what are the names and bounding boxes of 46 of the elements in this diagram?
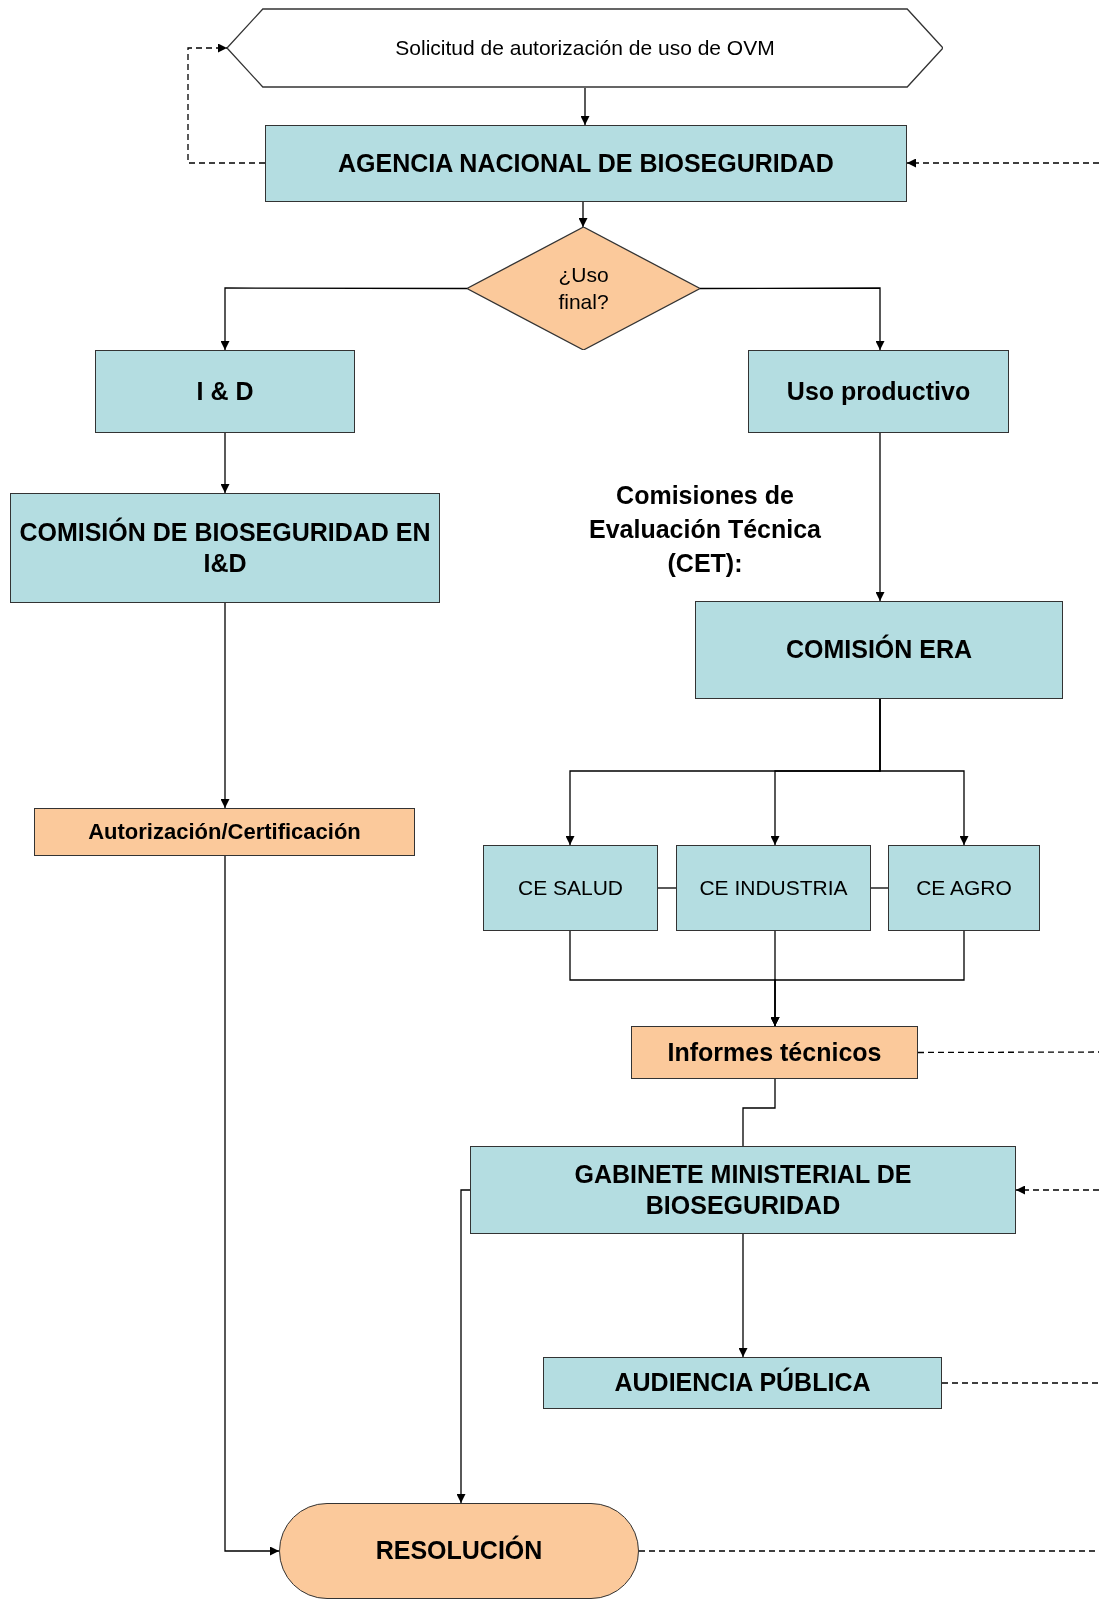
result-box [631,1026,918,1079]
connector-line [657,887,677,889]
node-text: RESOLUCIÓN [375,1535,543,1567]
node-text: CE INDUSTRIA [699,874,848,901]
arrow [224,855,280,1556]
arrow [578,201,588,228]
arrow [875,432,885,602]
connector-line [742,1078,776,1147]
process-box [543,1357,942,1409]
node-text: AGENCIA NACIONAL DE BIOSEGURIDAD [338,147,834,179]
process-box [695,601,1063,699]
node-text: COMISIÓN DE BIOSEGURIDAD EN I&D [19,516,431,579]
group-label: Comisiones de Evaluación Técnica (CET): [587,480,822,579]
process-box [483,845,658,931]
dashed-arrow [187,43,266,164]
process-box [888,845,1040,931]
node-text: ¿Uso final? [557,262,610,315]
dashed-arrow [906,158,1099,168]
process-box [95,350,355,433]
arrow [580,87,590,126]
arrow [738,1233,748,1358]
arrow [879,698,969,846]
node-text: GABINETE MINISTERIAL DE BIOSEGURIDAD [573,1158,913,1221]
node-text: CE SALUD [518,874,623,901]
arrow [220,602,230,809]
node-text: Informes técnicos [667,1036,882,1068]
node-text: Uso productivo [786,375,971,407]
process-box [748,350,1009,433]
arrow [770,930,965,1027]
node-text: AUDIENCIA PÚBLICA [614,1367,871,1399]
arrow [456,1189,471,1504]
dashed-arrow [1015,1185,1099,1195]
arrow [220,287,468,351]
node-text: CE AGRO [916,874,1012,901]
node-text: Autorización/Certificación [88,818,361,846]
node-text: Solicitud de autorización de uso de OVM [395,34,775,61]
process-box [265,125,907,202]
arrow [699,287,885,351]
process-box [470,1146,1016,1234]
arrow [220,432,230,494]
process-box [676,845,871,931]
node-text: COMISIÓN ERA [785,634,973,666]
node-text: I & D [196,375,254,407]
connector-line [870,887,889,889]
result-box [34,808,415,856]
process-box [10,493,440,603]
